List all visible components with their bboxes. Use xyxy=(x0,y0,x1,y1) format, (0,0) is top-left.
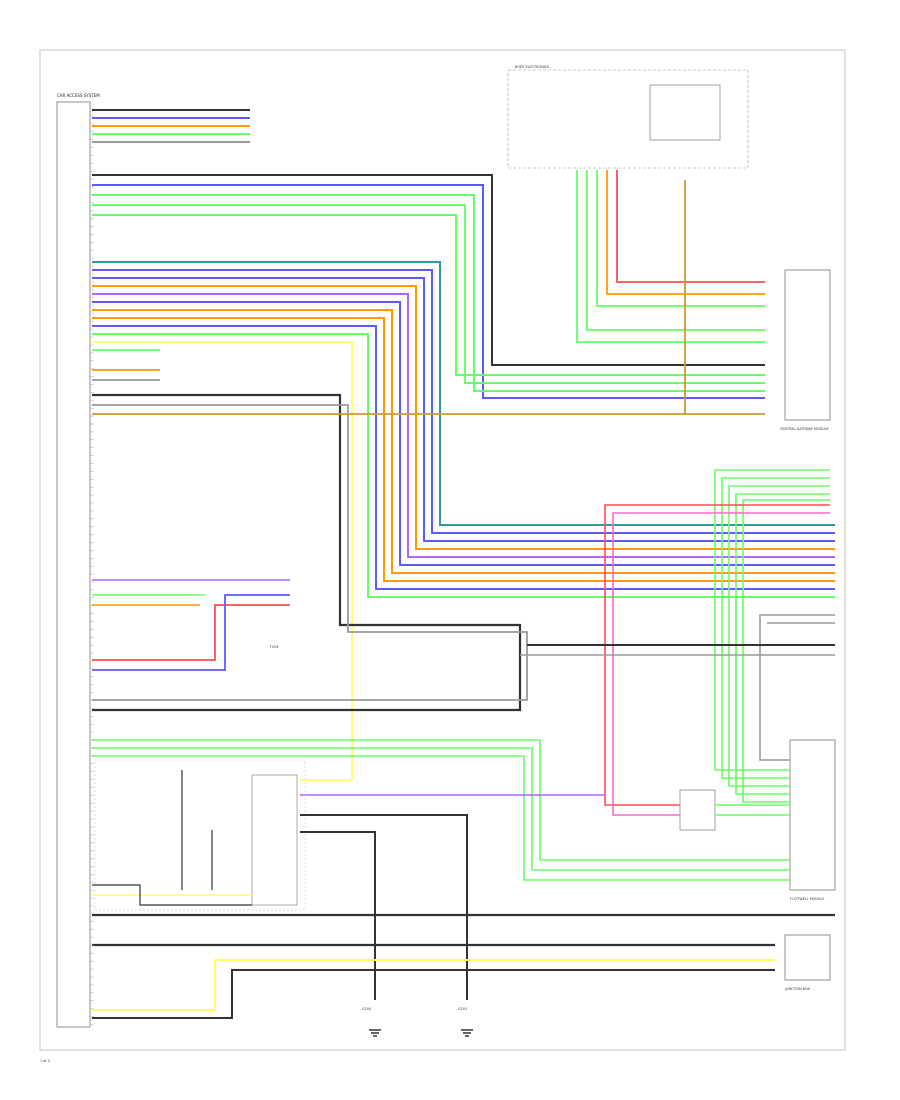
top-right-dashed-box xyxy=(507,69,749,169)
ground-symbols-group xyxy=(369,1029,473,1037)
diagram-frame xyxy=(39,49,846,1051)
wire-bundle-7 xyxy=(92,317,835,582)
wire-green-lower-3 xyxy=(92,755,790,881)
ground-symbol-0 xyxy=(369,1029,381,1037)
wire-inner-black-3 xyxy=(92,884,252,906)
wire-bundle-1 xyxy=(92,269,835,534)
wire-long-run-0 xyxy=(92,174,765,366)
wire-red-top xyxy=(616,170,765,283)
wire-yellow-long xyxy=(92,341,353,781)
central-module-label: CENTRAL GATEWAY MODULE xyxy=(780,427,829,431)
right-lower-module-label: FOOTWELL MODULE xyxy=(790,897,824,901)
ground-symbol-1 xyxy=(461,1029,473,1037)
wire-fuse-blue xyxy=(92,594,290,671)
wire-bundle-0 xyxy=(92,261,835,526)
junction-box-rect xyxy=(679,789,716,831)
wire-right-green-2 xyxy=(728,485,830,787)
relay-switch-box xyxy=(649,84,721,141)
wire-right-green-0 xyxy=(714,469,830,771)
page-ref-label: 1 of 3 xyxy=(40,1059,50,1063)
lower-left-module-box xyxy=(251,774,298,906)
wire-gray-cross xyxy=(92,404,528,701)
wires-group xyxy=(92,109,835,1019)
wire-bundle-2 xyxy=(92,277,835,542)
wire-black-gnd-right xyxy=(300,814,468,1000)
left-module-box xyxy=(56,101,91,1028)
wire-right-green-1 xyxy=(721,477,830,779)
lower-left-dashed-box xyxy=(94,759,306,911)
wire-green-top xyxy=(596,170,765,307)
wire-green-lower-1 xyxy=(92,739,790,861)
fuse-label: FUSE xyxy=(270,645,279,649)
wire-pink-right xyxy=(612,512,830,816)
wire-bundle-9 xyxy=(92,333,835,598)
ground-left-label: G200 xyxy=(362,1007,371,1011)
wire-gray-lower-1 xyxy=(759,614,835,761)
wire-green-top3 xyxy=(576,170,765,343)
ground-right-label: G201 xyxy=(458,1007,467,1011)
wire-long-run-4 xyxy=(92,214,765,376)
left-module-label: CAR ACCESS SYSTEM xyxy=(57,93,100,98)
wire-long-run-3 xyxy=(92,204,765,384)
wire-fuse-red xyxy=(92,604,290,661)
pin-marks-group xyxy=(90,107,94,1025)
wire-bundle-5 xyxy=(92,301,835,566)
top-right-module-label: BODY ELECTRONICS xyxy=(515,65,549,69)
wire-black-cross xyxy=(92,393,522,712)
wire-green-top2 xyxy=(586,170,765,331)
wire-right-green-4 xyxy=(742,499,830,803)
wire-orange-top xyxy=(606,170,765,295)
wire-long-run-1 xyxy=(92,184,765,399)
central-module-box xyxy=(784,269,831,421)
wire-long-run-2 xyxy=(92,194,765,392)
right-lower-module-box xyxy=(789,739,836,891)
wire-bundle-4 xyxy=(92,293,835,558)
wire-bottom-yellow xyxy=(92,959,775,1011)
wire-green-lower-2 xyxy=(92,747,790,871)
wire-bottom-black-3 xyxy=(92,969,775,1019)
bottom-right-module-label: JUNCTION BOX xyxy=(784,987,810,991)
bottom-right-module-box xyxy=(784,934,831,981)
wire-bundle-3 xyxy=(92,285,835,550)
